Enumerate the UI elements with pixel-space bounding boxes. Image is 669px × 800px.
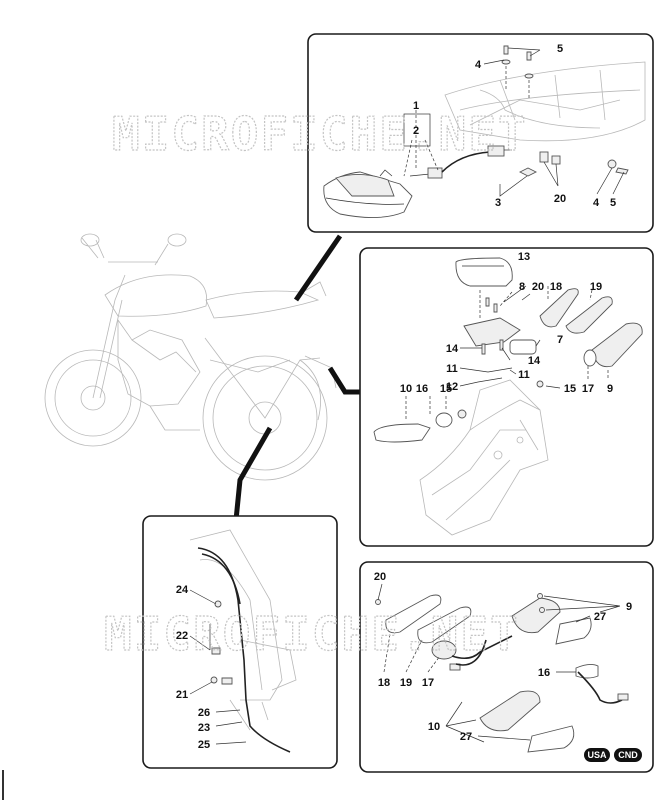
panel-left-labels: 24 22 21 26 23 25 <box>176 584 210 751</box>
label-21: 21 <box>176 689 188 701</box>
label-11-right: 11 <box>518 369 530 381</box>
label-17: 17 <box>582 383 594 395</box>
watermark-bottom: MICROFICHE.NET <box>104 607 520 661</box>
label-27-bottom: 27 <box>460 731 472 743</box>
label-17: 17 <box>422 677 434 689</box>
callout-connectors <box>233 234 362 521</box>
turn-signal-10 <box>479 690 541 732</box>
usa-badge <box>584 748 610 762</box>
label-16: 16 <box>538 667 550 679</box>
usa-badge-text: USA <box>587 750 607 760</box>
label-15-right: 15 <box>564 383 576 395</box>
panel-rear-fender <box>359 247 654 547</box>
label-10: 10 <box>428 721 440 733</box>
label-27-top: 27 <box>594 611 606 623</box>
label-9: 9 <box>607 383 613 395</box>
cover <box>455 257 513 287</box>
turn-signal-9 <box>511 597 561 634</box>
label-9: 9 <box>626 601 632 613</box>
watermark-top: MICROFICHE.NET <box>112 107 528 161</box>
motorcycle-overview <box>44 233 337 481</box>
label-22: 22 <box>176 630 188 642</box>
label-18: 18 <box>378 677 390 689</box>
lens-27-top <box>555 617 592 645</box>
label-5-top: 5 <box>557 43 563 55</box>
label-19: 19 <box>400 677 412 689</box>
label-20: 20 <box>554 193 566 205</box>
lens-27-bottom <box>527 725 575 753</box>
label-4-bottom: 4 <box>593 197 600 209</box>
cover-18 <box>539 288 579 328</box>
connector <box>487 145 505 157</box>
lens-18 <box>385 594 442 634</box>
label-26: 26 <box>198 707 210 719</box>
label-19: 19 <box>590 281 602 293</box>
panel-top-labels: 1 2 3 4 4 5 5 20 <box>413 43 616 209</box>
label-8: 8 <box>519 281 525 293</box>
lens-19 <box>417 606 472 644</box>
label-4-top: 4 <box>475 59 482 71</box>
label-11-left: 11 <box>446 363 458 375</box>
label-1: 1 <box>413 100 419 112</box>
panel-bottom-labels: 20 9 27 18 19 17 16 10 27 USA CND <box>374 571 642 762</box>
label-13: 13 <box>518 251 530 263</box>
cnd-badge-text: CND <box>618 750 638 760</box>
label-20: 20 <box>374 571 386 583</box>
cover-19 <box>565 296 613 334</box>
label-24: 24 <box>176 584 189 596</box>
label-14-left: 14 <box>446 343 459 355</box>
panel-turn-signals <box>359 561 654 773</box>
label-12: 12 <box>446 381 458 393</box>
label-7: 7 <box>557 334 563 346</box>
label-20: 20 <box>532 281 544 293</box>
label-15-left: 15 <box>440 383 452 395</box>
label-16: 16 <box>416 383 428 395</box>
turn-signal-left <box>373 423 431 443</box>
label-18: 18 <box>550 281 562 293</box>
label-10: 10 <box>400 383 412 395</box>
label-2: 2 <box>413 125 419 137</box>
panel-mid-labels: 13 8 20 18 19 7 14 14 11 11 12 15 15 17 … <box>400 251 613 395</box>
panel-wiring <box>142 515 338 769</box>
label-3: 3 <box>495 197 501 209</box>
label-14-right: 14 <box>528 355 541 367</box>
panel-tail-light <box>307 33 654 233</box>
label-25: 25 <box>198 739 210 751</box>
label-23: 23 <box>198 722 210 734</box>
label-5-bottom: 5 <box>610 197 616 209</box>
cnd-badge <box>614 748 642 762</box>
